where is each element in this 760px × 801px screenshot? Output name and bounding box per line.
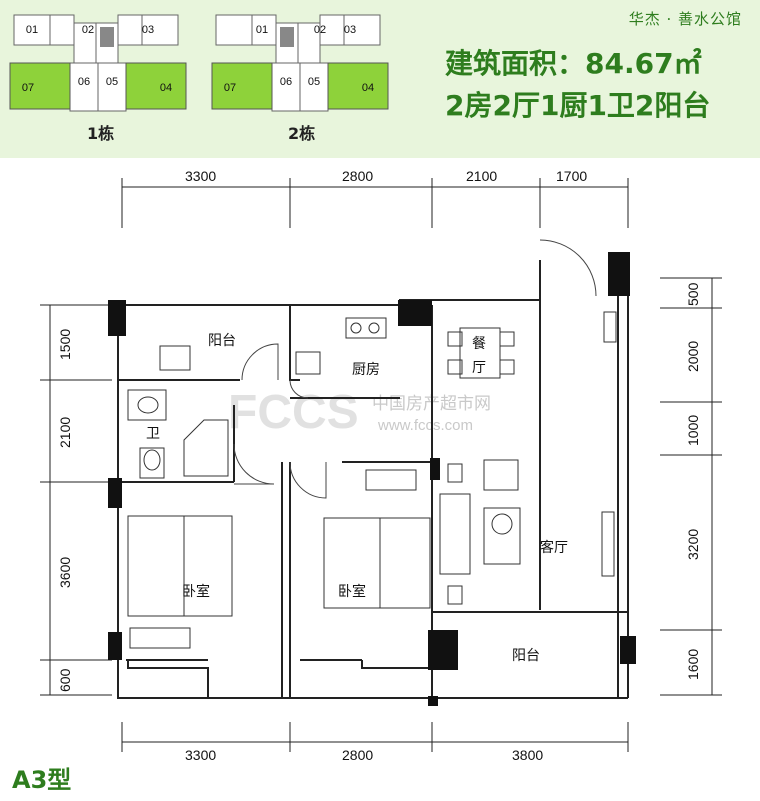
room-living: 客厅 <box>540 539 568 556</box>
dim-top: 2100 <box>466 168 497 184</box>
project-name: 华杰 · 善水公馆 <box>628 10 742 28</box>
room-balcony-north: 阳台 <box>208 333 236 349</box>
unit-label: 01 <box>255 24 269 36</box>
walls <box>117 255 629 699</box>
unit-label: 07 <box>223 82 237 94</box>
dim-bottom: 2800 <box>342 747 373 763</box>
unit-type-label: A3型 <box>12 766 72 794</box>
dim-right: 1600 <box>685 649 701 680</box>
unit-label: 06 <box>77 76 91 88</box>
dimension-lines <box>40 178 722 752</box>
dim-right: 1000 <box>685 415 701 446</box>
key-plan-2-drawing <box>211 14 389 112</box>
dim-top: 1700 <box>556 168 587 184</box>
unit-label: 06 <box>279 76 293 88</box>
watermark-logo: FCCS <box>228 386 359 439</box>
key-plan-building-1: 01 02 03 07 06 05 04 <box>8 5 198 117</box>
building-2-label: 2栋 <box>288 124 316 143</box>
furniture <box>127 311 617 649</box>
dimension-labels: 3300 2800 2100 1700 3300 2800 3800 1500 … <box>57 168 701 763</box>
unit-label: 03 <box>343 24 357 36</box>
dim-bottom: 3800 <box>512 747 543 763</box>
key-plan-building-2: 01 02 03 07 06 05 04 <box>210 5 400 117</box>
building-area: 建筑面积：84.67㎡ <box>445 47 702 80</box>
dim-bottom: 3300 <box>185 747 216 763</box>
unit-layout: 2房2厅1厨1卫2阳台 <box>445 89 711 122</box>
unit-label: 02 <box>81 24 95 36</box>
dim-left: 3600 <box>57 557 73 588</box>
structural-columns <box>108 252 636 706</box>
watermark-url: www.fccs.com <box>377 417 473 434</box>
key-plan-1-drawing <box>9 14 187 112</box>
building-1-label: 1栋 <box>87 124 115 143</box>
room-kitchen: 厨房 <box>352 362 380 378</box>
room-bedroom-2: 卧室 <box>338 583 366 600</box>
unit-label: 05 <box>307 76 321 88</box>
room-bath: 卫 <box>146 426 160 442</box>
unit-label: 04 <box>361 82 375 94</box>
dim-top: 2800 <box>342 168 373 184</box>
room-labels: 阳台 厨房 餐 厅 卫 卧室 卧室 客厅 阳台 <box>146 333 568 664</box>
dim-right: 3200 <box>685 529 701 560</box>
room-dining-1: 餐 <box>472 336 486 352</box>
door-swings <box>233 239 597 499</box>
unit-label: 02 <box>313 24 327 36</box>
unit-label: 07 <box>21 82 35 94</box>
unit-label: 04 <box>159 82 173 94</box>
dim-top: 3300 <box>185 168 216 184</box>
dim-left: 1500 <box>57 329 73 360</box>
dim-left: 600 <box>57 668 73 692</box>
dim-right: 2000 <box>685 341 701 372</box>
unit-label: 05 <box>105 76 119 88</box>
dim-right: 500 <box>685 282 701 306</box>
room-dining-2: 厅 <box>472 360 486 376</box>
dim-left: 2100 <box>57 417 73 448</box>
unit-label: 03 <box>141 24 155 36</box>
watermark: FCCS 中国房产超市网 www.fccs.com <box>228 386 491 439</box>
room-bedroom-1: 卧室 <box>182 583 210 600</box>
unit-label: 01 <box>25 24 39 36</box>
room-balcony-south: 阳台 <box>512 648 540 664</box>
